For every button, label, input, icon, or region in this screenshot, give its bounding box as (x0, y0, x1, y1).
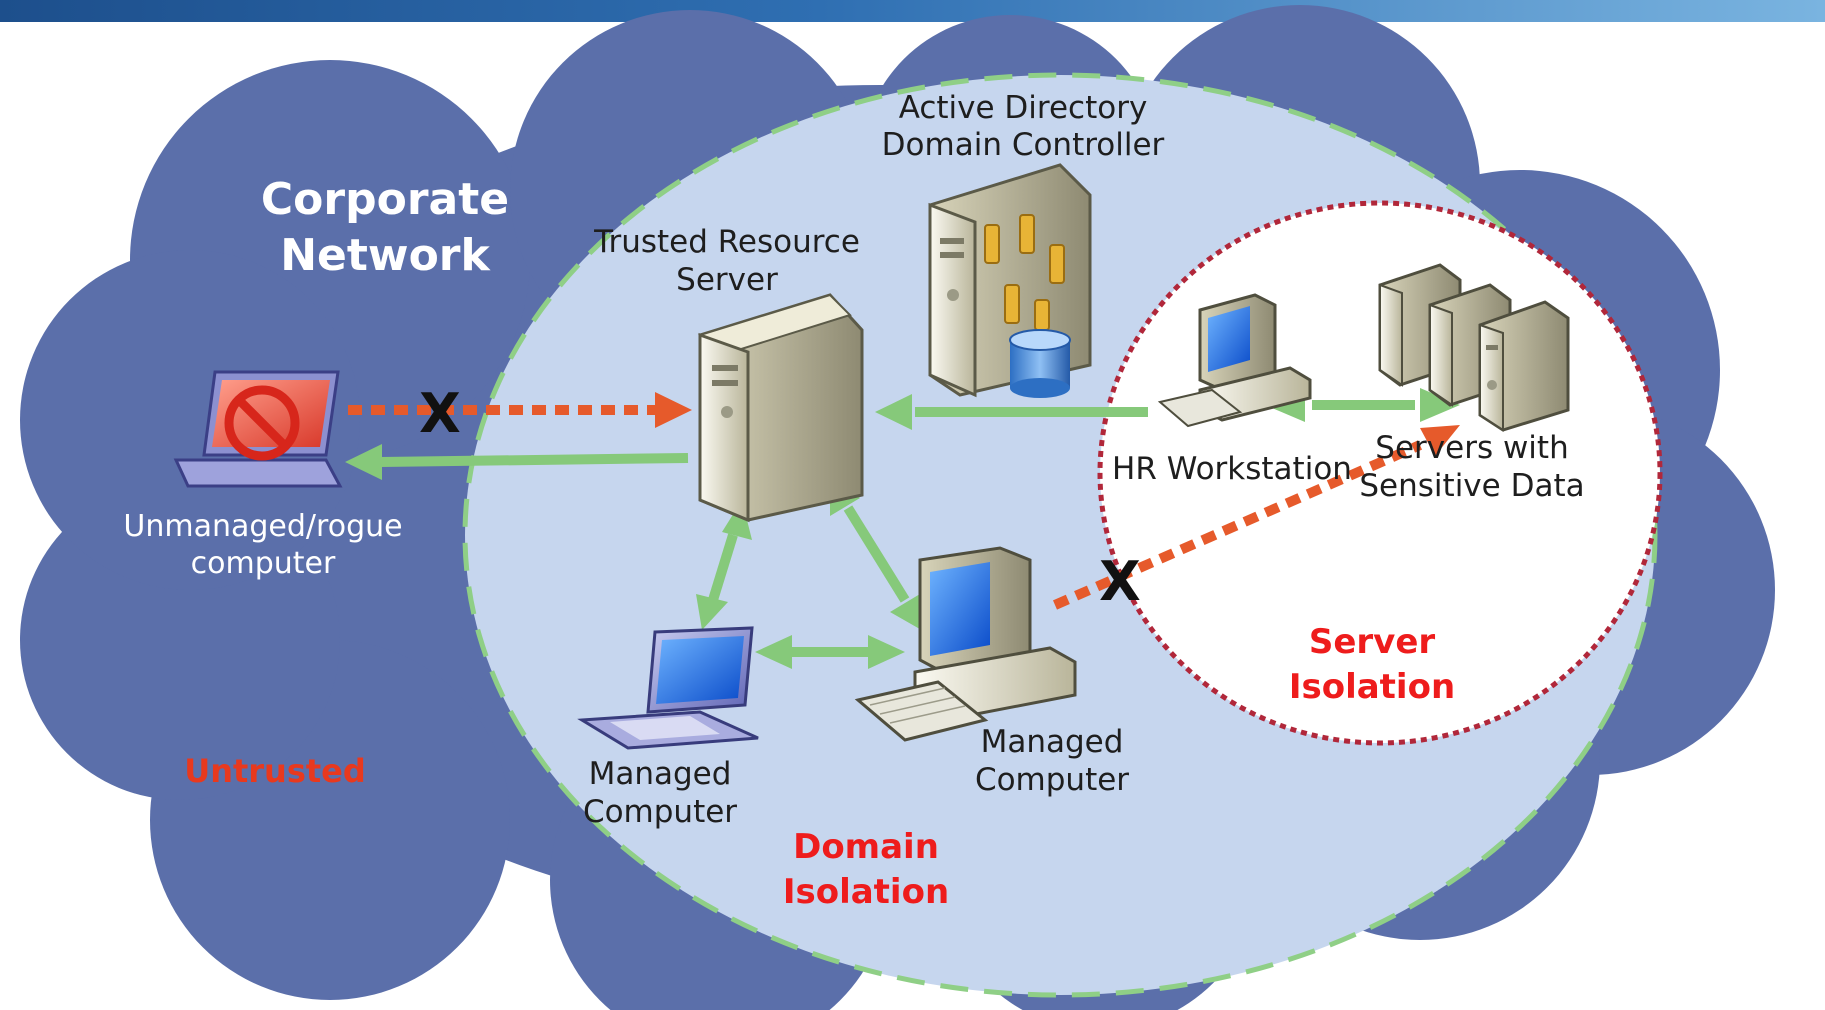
arrow-server-to-rogue (377, 453, 689, 467)
active-directory-label-line1: Active Directory (899, 90, 1148, 126)
sensitive-servers-label-line2: Sensitive Data (1359, 468, 1584, 504)
corporate-network-label-line1: Corporate (261, 174, 509, 225)
managed-desktop-label-line2: Computer (975, 762, 1129, 798)
domain-isolation-label-line2: Isolation (783, 872, 949, 912)
unmanaged-computer-label-line1: Unmanaged/rogue (123, 509, 402, 544)
blocked-mark-rogue: X (419, 382, 461, 445)
arrow-server-laptop (708, 533, 738, 602)
corporate-network-label-line2: Network (280, 230, 491, 281)
desktop-computer-icon (854, 546, 1077, 742)
managed-laptop-label-line2: Computer (583, 794, 737, 830)
blocked-arrowheads (655, 392, 1460, 456)
server-tower-icon (698, 293, 864, 523)
allowed-connections (377, 400, 1415, 657)
blocked-desktop-to-sensitive (1052, 440, 1423, 610)
blocked-mark-sensitive: X (1099, 550, 1141, 613)
server-isolation-label-line1: Server (1309, 622, 1436, 662)
hr-workstation-label: HR Workstation (1112, 451, 1352, 487)
managed-desktop-label-line1: Managed (981, 724, 1124, 760)
unmanaged-computer-label-line2: computer (191, 546, 336, 581)
server-isolation-label-line2: Isolation (1289, 667, 1455, 707)
laptop-blocked-icon (173, 370, 343, 488)
server-group-icon (1378, 263, 1570, 432)
arrow-server-desktop (843, 505, 910, 603)
blocked-connections (348, 405, 1423, 610)
active-directory-label-line2: Domain Controller (882, 127, 1165, 163)
domain-isolation-label-line1: Domain (793, 827, 939, 867)
desktop-workstation-icon (1157, 293, 1312, 428)
sensitive-servers-label-line1: Servers with (1375, 430, 1568, 466)
trusted-server-label-line2: Server (676, 262, 778, 298)
trusted-server-label-line1: Trusted Resource (593, 224, 860, 260)
title-bar-strip (0, 0, 1825, 22)
managed-laptop-label-line1: Managed (589, 756, 732, 792)
laptop-icon (577, 626, 759, 750)
untrusted-label: Untrusted (184, 752, 366, 790)
domain-controller-icon (928, 163, 1092, 398)
